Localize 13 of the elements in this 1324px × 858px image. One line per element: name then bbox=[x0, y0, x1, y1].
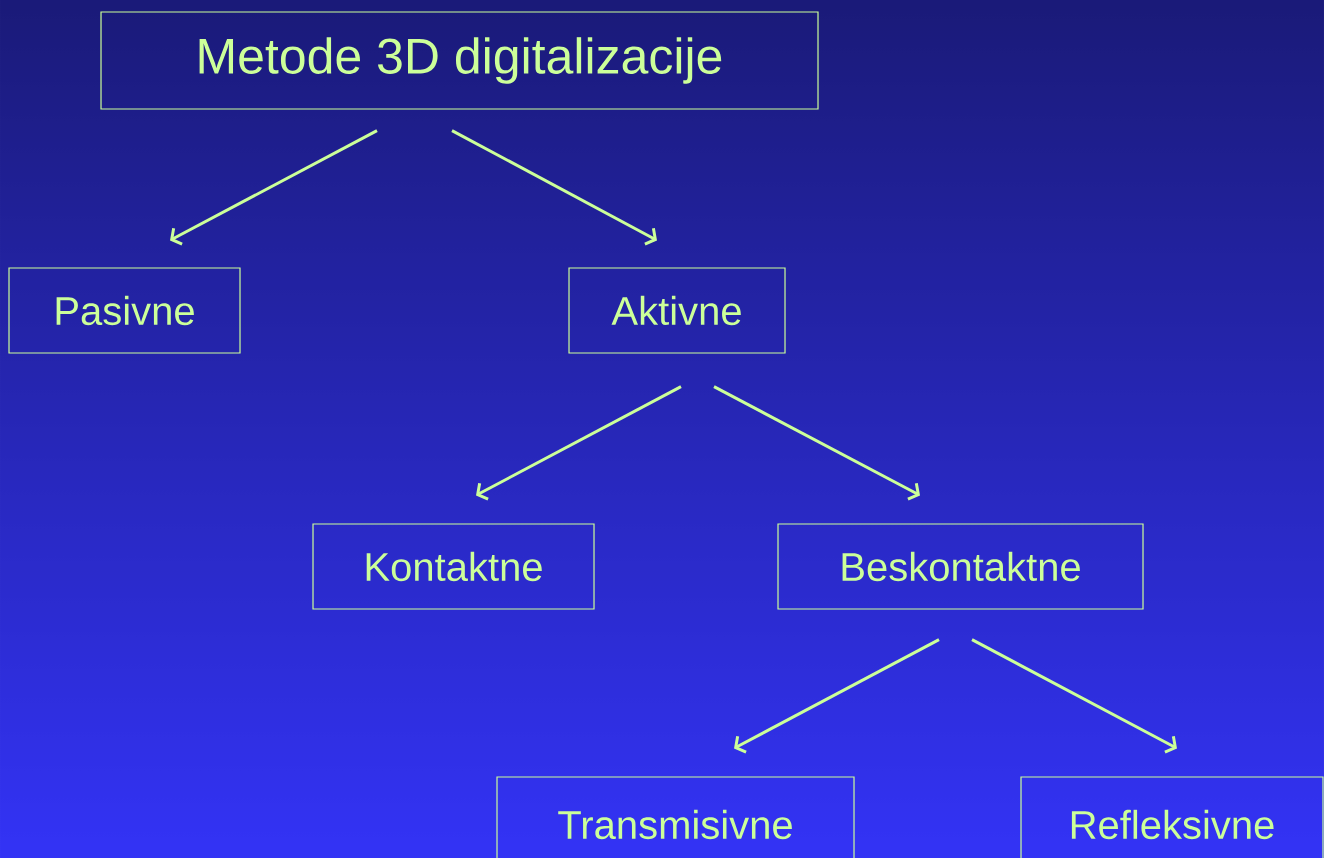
category-box: Kontaktne bbox=[312, 523, 595, 610]
arrow bbox=[734, 638, 940, 754]
category-box: Pasivne bbox=[8, 267, 241, 354]
category-box: Aktivne bbox=[568, 267, 786, 354]
arrow bbox=[476, 385, 682, 501]
arrow bbox=[170, 129, 378, 246]
category-box: Beskontaktne bbox=[777, 523, 1144, 610]
title-box: Metode 3D digitalizacije bbox=[100, 11, 819, 110]
category-box: Refleksivne bbox=[1020, 776, 1324, 858]
arrow bbox=[971, 638, 1177, 754]
arrow bbox=[451, 129, 657, 246]
category-box: Transmisivne bbox=[496, 776, 855, 858]
arrow bbox=[713, 385, 920, 501]
